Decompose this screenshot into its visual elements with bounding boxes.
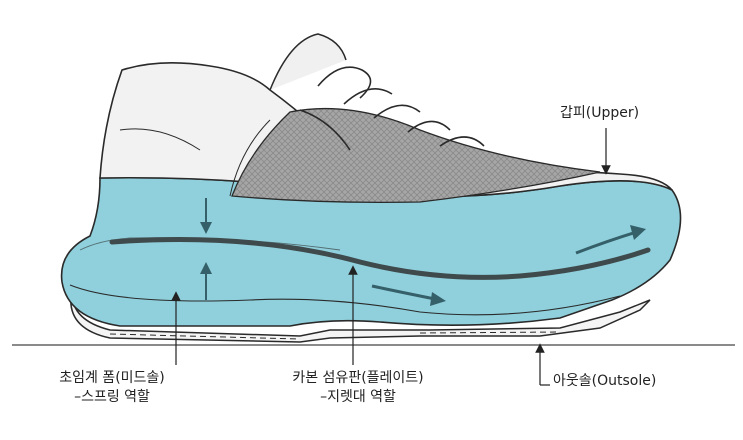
- outsole-label: 아웃솔(Outsole): [553, 372, 656, 391]
- midsole-label-line1: 초임계 폼(미드솔): [17, 369, 207, 388]
- plate-label: 카본 섬유판(플레이트) –지렛대 역할: [248, 369, 468, 407]
- plate-label-line1: 카본 섬유판(플레이트): [248, 369, 468, 388]
- plate-label-line2: –지렛대 역할: [248, 388, 468, 407]
- midsole-label-line2: –스프링 역할: [17, 388, 207, 407]
- midsole-label: 초임계 폼(미드솔) –스프링 역할: [17, 369, 207, 407]
- upper-label: 갑피(Upper): [560, 104, 639, 123]
